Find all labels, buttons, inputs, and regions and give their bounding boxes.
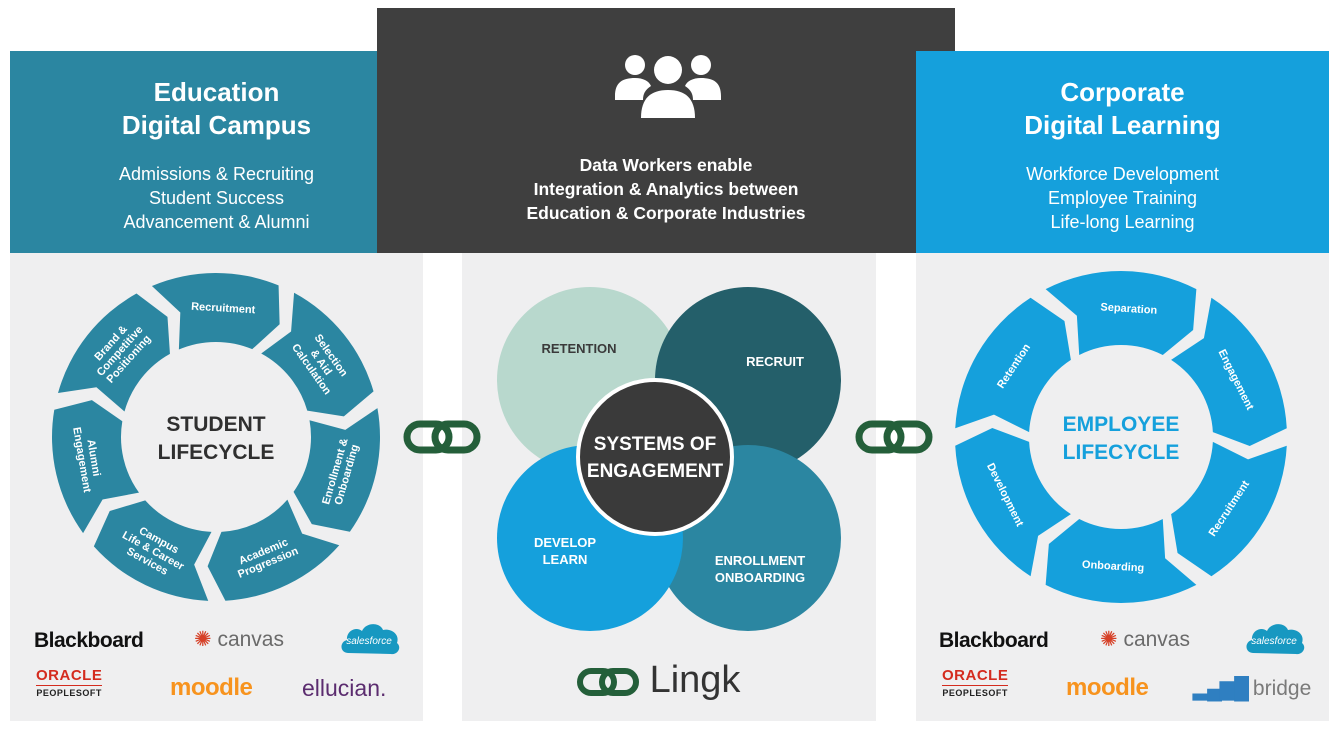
enroll-label-line2: ONBOARDING — [715, 570, 805, 585]
corporate-title: Corporate Digital Learning — [916, 76, 1329, 142]
lifecycle-segment — [955, 428, 1071, 577]
canvas-icon: ✺ — [1100, 628, 1118, 651]
peoplesoft-logo-text: PEOPLESOFT — [36, 685, 103, 698]
lifecycle-segment — [93, 500, 212, 601]
lifecycle-segment — [955, 297, 1071, 433]
education-title-line1: Education — [153, 77, 280, 107]
corporate-title-line2: Digital Learning — [1024, 110, 1221, 140]
lifecycle-segment-label: Recruitment — [191, 301, 256, 317]
moodle-logo: moodle — [1066, 674, 1149, 701]
bridge-logo: ▂▄▆█ bridge — [1193, 676, 1311, 701]
peoplesoft-logo-text: PEOPLESOFT — [942, 685, 1009, 698]
lingk-chain-icon — [577, 667, 639, 696]
lifecycle-segment — [1171, 441, 1287, 577]
lifecycle-segment — [293, 408, 380, 532]
education-header: Education Digital Campus Admissions & Re… — [10, 51, 423, 253]
develop-label-line1: DEVELOP — [534, 535, 596, 550]
develop-label-line2: LEARN — [543, 552, 588, 567]
wheel-center-label: LIFECYCLE — [158, 441, 275, 464]
core-label-line2: ENGAGEMENT — [587, 461, 724, 482]
salesforce-logo: salesforce — [1243, 617, 1307, 661]
lifecycle-segment — [261, 292, 374, 417]
core-label-line1: SYSTEMS OF — [594, 434, 716, 455]
oracle-logo-text: ORACLE — [942, 667, 1009, 684]
education-title-line2: Digital Campus — [121, 110, 312, 140]
lifecycle-segment-label: CampusLife & CareerServices — [114, 519, 192, 584]
corporate-header: Corporate Digital Learning Workforce Dev… — [916, 51, 1329, 253]
center-text-line1: Data Workers enable — [579, 155, 753, 175]
salesforce-logo-text: salesforce — [1251, 636, 1297, 647]
lifecycle-segment — [151, 272, 280, 350]
people-group-icon — [615, 55, 721, 118]
education-item: Admissions & Recruiting — [118, 164, 315, 184]
education-item: Advancement & Alumni — [123, 212, 310, 232]
data-workers-text: Data Workers enable Integration & Analyt… — [377, 153, 955, 225]
wheel-center-label: STUDENT — [166, 413, 265, 436]
salesforce-cloud-icon: salesforce — [1246, 624, 1305, 655]
blackboard-logo: Blackboard — [34, 629, 144, 652]
bridge-bars-icon: ▂▄▆█ — [1193, 677, 1249, 700]
corporate-title-line1: Corporate — [1060, 77, 1185, 107]
data-workers-header: Data Workers enable Integration & Analyt… — [377, 8, 955, 253]
canvas-icon: ✺ — [194, 628, 212, 651]
canvas-logo-text: canvas — [217, 628, 284, 651]
corporate-item: Workforce Development — [1026, 164, 1219, 184]
corporate-item: Employee Training — [1047, 188, 1198, 208]
oracle-peoplesoft-logo: ORACLE PEOPLESOFT — [942, 667, 1009, 698]
education-item: Student Success — [148, 188, 285, 208]
canvas-logo-text: canvas — [1123, 628, 1190, 651]
retention-label: RETENTION — [541, 341, 616, 356]
lifecycle-segment-label: Onboarding — [1082, 559, 1145, 575]
lingk-logo-text: Lingk — [649, 659, 741, 701]
blackboard-logo: Blackboard — [939, 629, 1049, 652]
oracle-peoplesoft-logo: ORACLE PEOPLESOFT — [36, 667, 103, 698]
chain-link-icon — [403, 420, 481, 454]
salesforce-logo-text: salesforce — [346, 636, 392, 647]
canvas-logo: ✺ canvas — [1100, 627, 1190, 652]
center-text-line3: Education & Corporate Industries — [526, 203, 806, 223]
lifecycle-segment — [1045, 271, 1197, 356]
lifecycle-segment — [1171, 297, 1287, 446]
canvas-logo: ✺ canvas — [194, 627, 284, 652]
bridge-logo-text: bridge — [1252, 677, 1312, 700]
wheel-center-label: EMPLOYEE — [1063, 413, 1180, 436]
lifecycle-segment — [58, 293, 170, 412]
education-title: Education Digital Campus — [10, 76, 423, 142]
engagement-core — [576, 378, 734, 536]
education-items: Admissions & Recruiting Student Success … — [10, 162, 423, 234]
lifecycle-segment — [1045, 518, 1197, 604]
corporate-item: Life-long Learning — [1050, 212, 1195, 232]
recruit-label: RECRUIT — [746, 354, 804, 369]
center-text-line2: Integration & Analytics between — [533, 179, 799, 199]
lingk-logo: Lingk — [577, 659, 740, 702]
corporate-items: Workforce Development Employee Training … — [916, 162, 1329, 234]
lifecycle-segment — [52, 400, 140, 534]
salesforce-logo: salesforce — [338, 617, 402, 661]
moodle-logo: moodle — [170, 674, 253, 701]
oracle-logo-text: ORACLE — [36, 667, 103, 684]
enroll-label-line1: ENROLLMENT — [715, 553, 805, 568]
wheel-center-label: LIFECYCLE — [1063, 441, 1180, 464]
ellucian-logo: ellucian. — [302, 675, 387, 701]
lifecycle-segment — [207, 499, 340, 601]
lifecycle-segment-label: Separation — [1100, 301, 1158, 316]
chain-link-icon — [855, 420, 933, 454]
salesforce-cloud-icon: salesforce — [341, 624, 400, 655]
